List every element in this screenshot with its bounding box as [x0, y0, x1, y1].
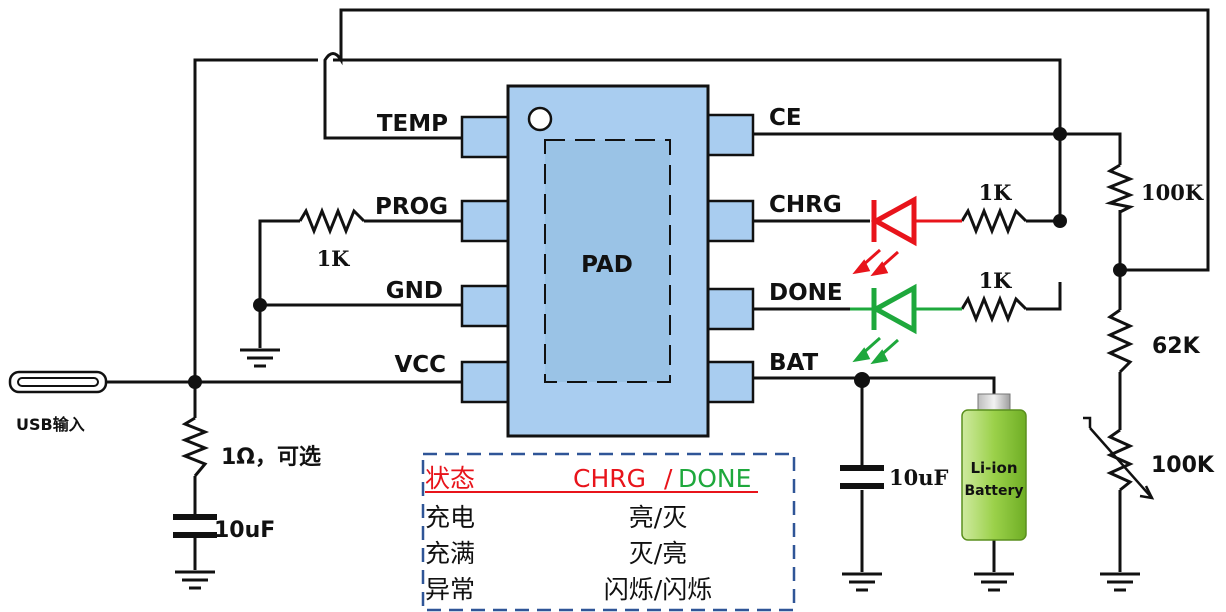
ground-icon	[1100, 572, 1140, 592]
prog-resistor: 1K	[298, 206, 366, 271]
table-row-led: 亮/灭	[629, 503, 687, 532]
pin-label-ce: CE	[769, 105, 802, 131]
usb-label: USB输入	[16, 415, 85, 434]
temp-resistor: 62K	[1106, 308, 1201, 374]
pin-label-bat: BAT	[769, 350, 819, 376]
bat-capacitor: 10uF	[840, 465, 948, 490]
battery: Li-ion Battery	[961, 393, 1027, 541]
table-row-state: 充电	[425, 503, 475, 532]
input-resistor: 1Ω，可选	[180, 416, 321, 477]
pin-prog-pad	[460, 199, 512, 243]
chrg-led	[852, 195, 962, 277]
input-resistor-value: 1Ω，可选	[221, 445, 321, 470]
table-header-done: DONE	[678, 464, 751, 493]
pin-labels: TEMP PROG GND VCC CE CHRG DONE BAT	[375, 105, 843, 378]
input-capacitor-value: 10uF	[214, 518, 275, 543]
prog-resistor-value: 1K	[317, 246, 351, 271]
pin-label-done: DONE	[769, 280, 843, 306]
pin-bat-pad	[703, 360, 755, 404]
chrg-resistor-value: 1K	[979, 180, 1013, 205]
chrg-led-triangle	[870, 195, 917, 247]
ground-icon	[240, 348, 280, 368]
table-header-slash: /	[664, 464, 673, 493]
junction-dots	[188, 127, 1127, 389]
pin-label-temp: TEMP	[377, 111, 448, 137]
pin-temp-pad	[460, 115, 512, 159]
table-row-led: 灭/亮	[629, 539, 687, 568]
pin-chrg-pad	[703, 199, 755, 243]
ground-icon	[842, 572, 882, 592]
pin-ce-pad	[703, 113, 755, 157]
battery-label-line1: Li-ion	[970, 459, 1017, 477]
pin-label-prog: PROG	[375, 194, 448, 220]
pin-gnd-pad	[460, 284, 512, 328]
status-table: 状态 CHRG / DONE 充电 亮/灭 充满 灭/亮 异常 闪烁/闪烁	[421, 452, 796, 612]
ntc-resistor: 100K	[1083, 416, 1215, 500]
ce-resistor: 100K	[1104, 163, 1204, 214]
table-header-chrg: CHRG	[573, 464, 646, 493]
battery-label-line2: Battery	[964, 483, 1023, 499]
chrg-resistor: 1K	[960, 180, 1028, 236]
chip: PAD	[460, 84, 755, 438]
done-led-light-arrows-icon	[852, 336, 899, 365]
ground-icon	[974, 572, 1014, 592]
chrg-led-light-arrows-icon	[852, 248, 899, 277]
table-header-state: 状态	[425, 464, 475, 493]
table-row-state: 充满	[425, 539, 475, 568]
done-resistor-value: 1K	[979, 268, 1013, 293]
done-led-triangle	[870, 283, 917, 335]
pad-label: PAD	[581, 252, 633, 278]
pin-done-pad	[703, 287, 755, 331]
table-row-led: 闪烁/闪烁	[604, 575, 712, 604]
usb-connector: USB输入	[8, 370, 108, 434]
temp-resistor-value: 62K	[1152, 334, 1201, 359]
done-resistor: 1K	[960, 268, 1028, 324]
thermal-pad	[544, 139, 671, 383]
pin1-marker	[527, 106, 553, 132]
ntc-resistor-value: 100K	[1151, 453, 1215, 478]
table-row-state: 异常	[425, 575, 475, 604]
ground-symbols	[175, 348, 1140, 592]
ce-resistor-value: 100K	[1141, 180, 1204, 205]
input-capacitor: 10uF	[173, 514, 275, 543]
status-table-border	[421, 452, 796, 612]
bat-capacitor-value: 10uF	[889, 465, 948, 490]
ground-icon	[175, 570, 215, 590]
pin-label-gnd: GND	[386, 278, 443, 304]
pin-label-chrg: CHRG	[769, 192, 842, 218]
ntc-arrow	[1089, 427, 1153, 499]
done-led	[850, 283, 962, 365]
pin-vcc-pad	[460, 360, 512, 404]
pin-label-vcc: VCC	[394, 352, 446, 378]
